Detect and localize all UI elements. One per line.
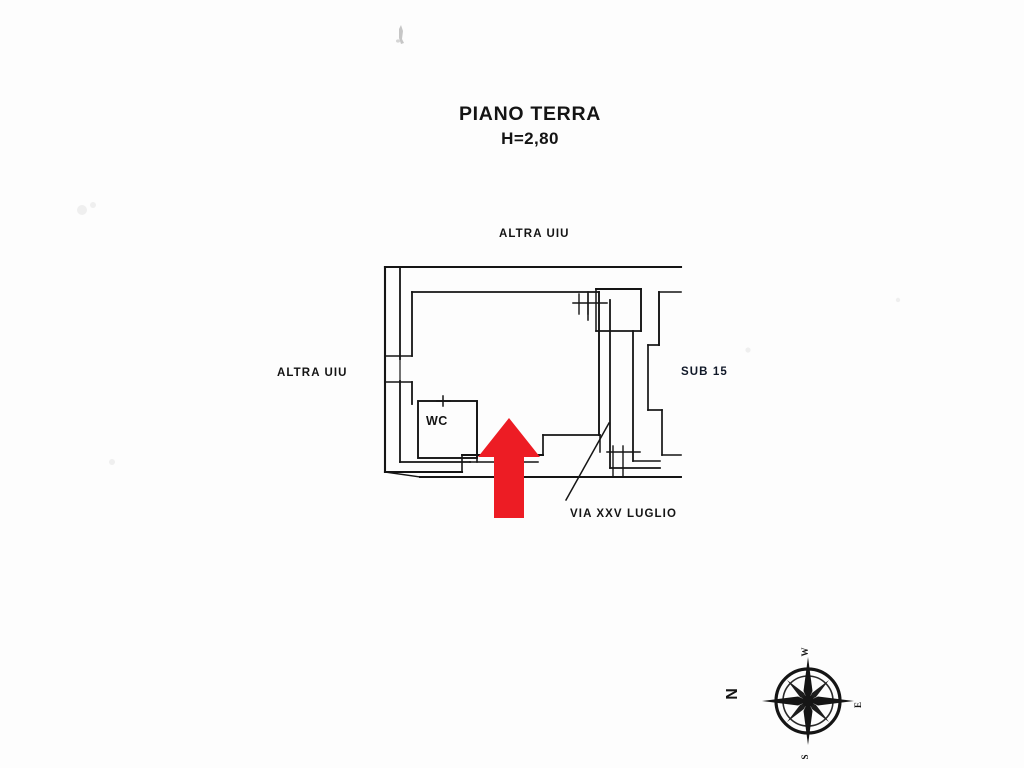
label-via-xxv-luglio: VIA XXV LUGLIO	[570, 508, 677, 520]
label-altra-uiu-top: ALTRA UIU	[499, 228, 570, 240]
svg-text:S: S	[800, 754, 810, 759]
title-block: PIANO TERRA H=2,80	[398, 103, 662, 150]
ceiling-height-note: H=2,80	[501, 128, 559, 148]
svg-text:W: W	[800, 648, 810, 657]
entrance-arrow-icon	[478, 418, 540, 518]
room-label-wc: WC	[426, 414, 448, 428]
page-title: PIANO TERRA	[458, 103, 602, 125]
svg-text:E: E	[853, 702, 863, 708]
label-altra-uiu-left: ALTRA UIU	[277, 367, 348, 379]
label-sub-15: SUB 15	[681, 366, 728, 378]
compass-rose: N W E	[724, 633, 863, 768]
compass-rose-icon: W E S	[762, 648, 863, 760]
